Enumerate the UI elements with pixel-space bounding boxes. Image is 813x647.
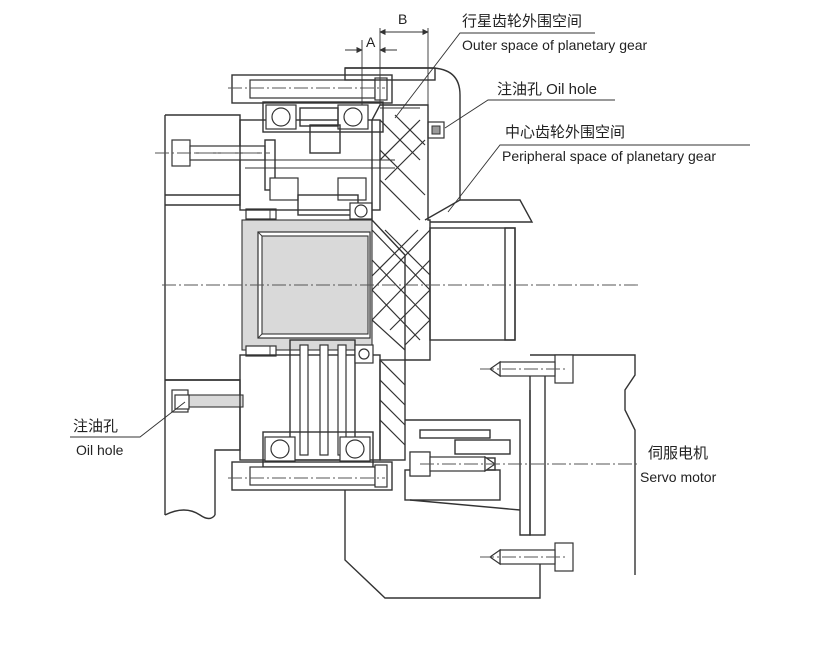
callout-outer-space: 行星齿轮外围空间 Outer space of planetary gear bbox=[462, 13, 648, 53]
bottom-housing bbox=[231, 461, 541, 599]
servo-motor-en: Servo motor bbox=[640, 469, 717, 485]
dimension-a-b: A B bbox=[345, 11, 429, 105]
bottom-planetary-stage bbox=[239, 339, 406, 468]
oil-hole-left-en: Oil hole bbox=[76, 442, 124, 458]
outer-space-cn: 行星齿轮外围空间 bbox=[462, 13, 582, 30]
top-planetary-stage bbox=[239, 101, 395, 220]
dimension-a-label: A bbox=[366, 34, 376, 50]
top-housing bbox=[231, 67, 461, 221]
dimension-b-label: B bbox=[398, 11, 407, 27]
left-housing bbox=[164, 114, 241, 520]
oil-hole-plug-top bbox=[427, 121, 445, 139]
output-shaft bbox=[429, 199, 534, 341]
servo-motor-cn: 伺服电机 bbox=[648, 445, 708, 462]
callout-oil-hole-top: 注油孔 Oil hole bbox=[497, 81, 597, 98]
sun-gear-hatched bbox=[371, 104, 431, 361]
callout-servo-motor: 伺服电机 Servo motor bbox=[640, 445, 717, 485]
servo-motor-body bbox=[488, 354, 636, 575]
callout-oil-hole-left: 注油孔 Oil hole bbox=[73, 418, 124, 458]
peripheral-space-cn: 中心齿轮外围空间 bbox=[505, 124, 625, 141]
centerlines bbox=[155, 87, 640, 558]
leader-lines bbox=[70, 32, 750, 438]
peripheral-space-en: Peripheral space of planetary gear bbox=[502, 148, 716, 164]
oil-hole-top-label: 注油孔 Oil hole bbox=[497, 81, 597, 98]
oil-hole-plug-left bbox=[174, 394, 190, 410]
callout-peripheral-space: 中心齿轮外围空间 Peripheral space of planetary g… bbox=[502, 124, 716, 164]
oil-hole-left-cn: 注油孔 bbox=[73, 418, 118, 435]
outer-space-en: Outer space of planetary gear bbox=[462, 37, 648, 53]
